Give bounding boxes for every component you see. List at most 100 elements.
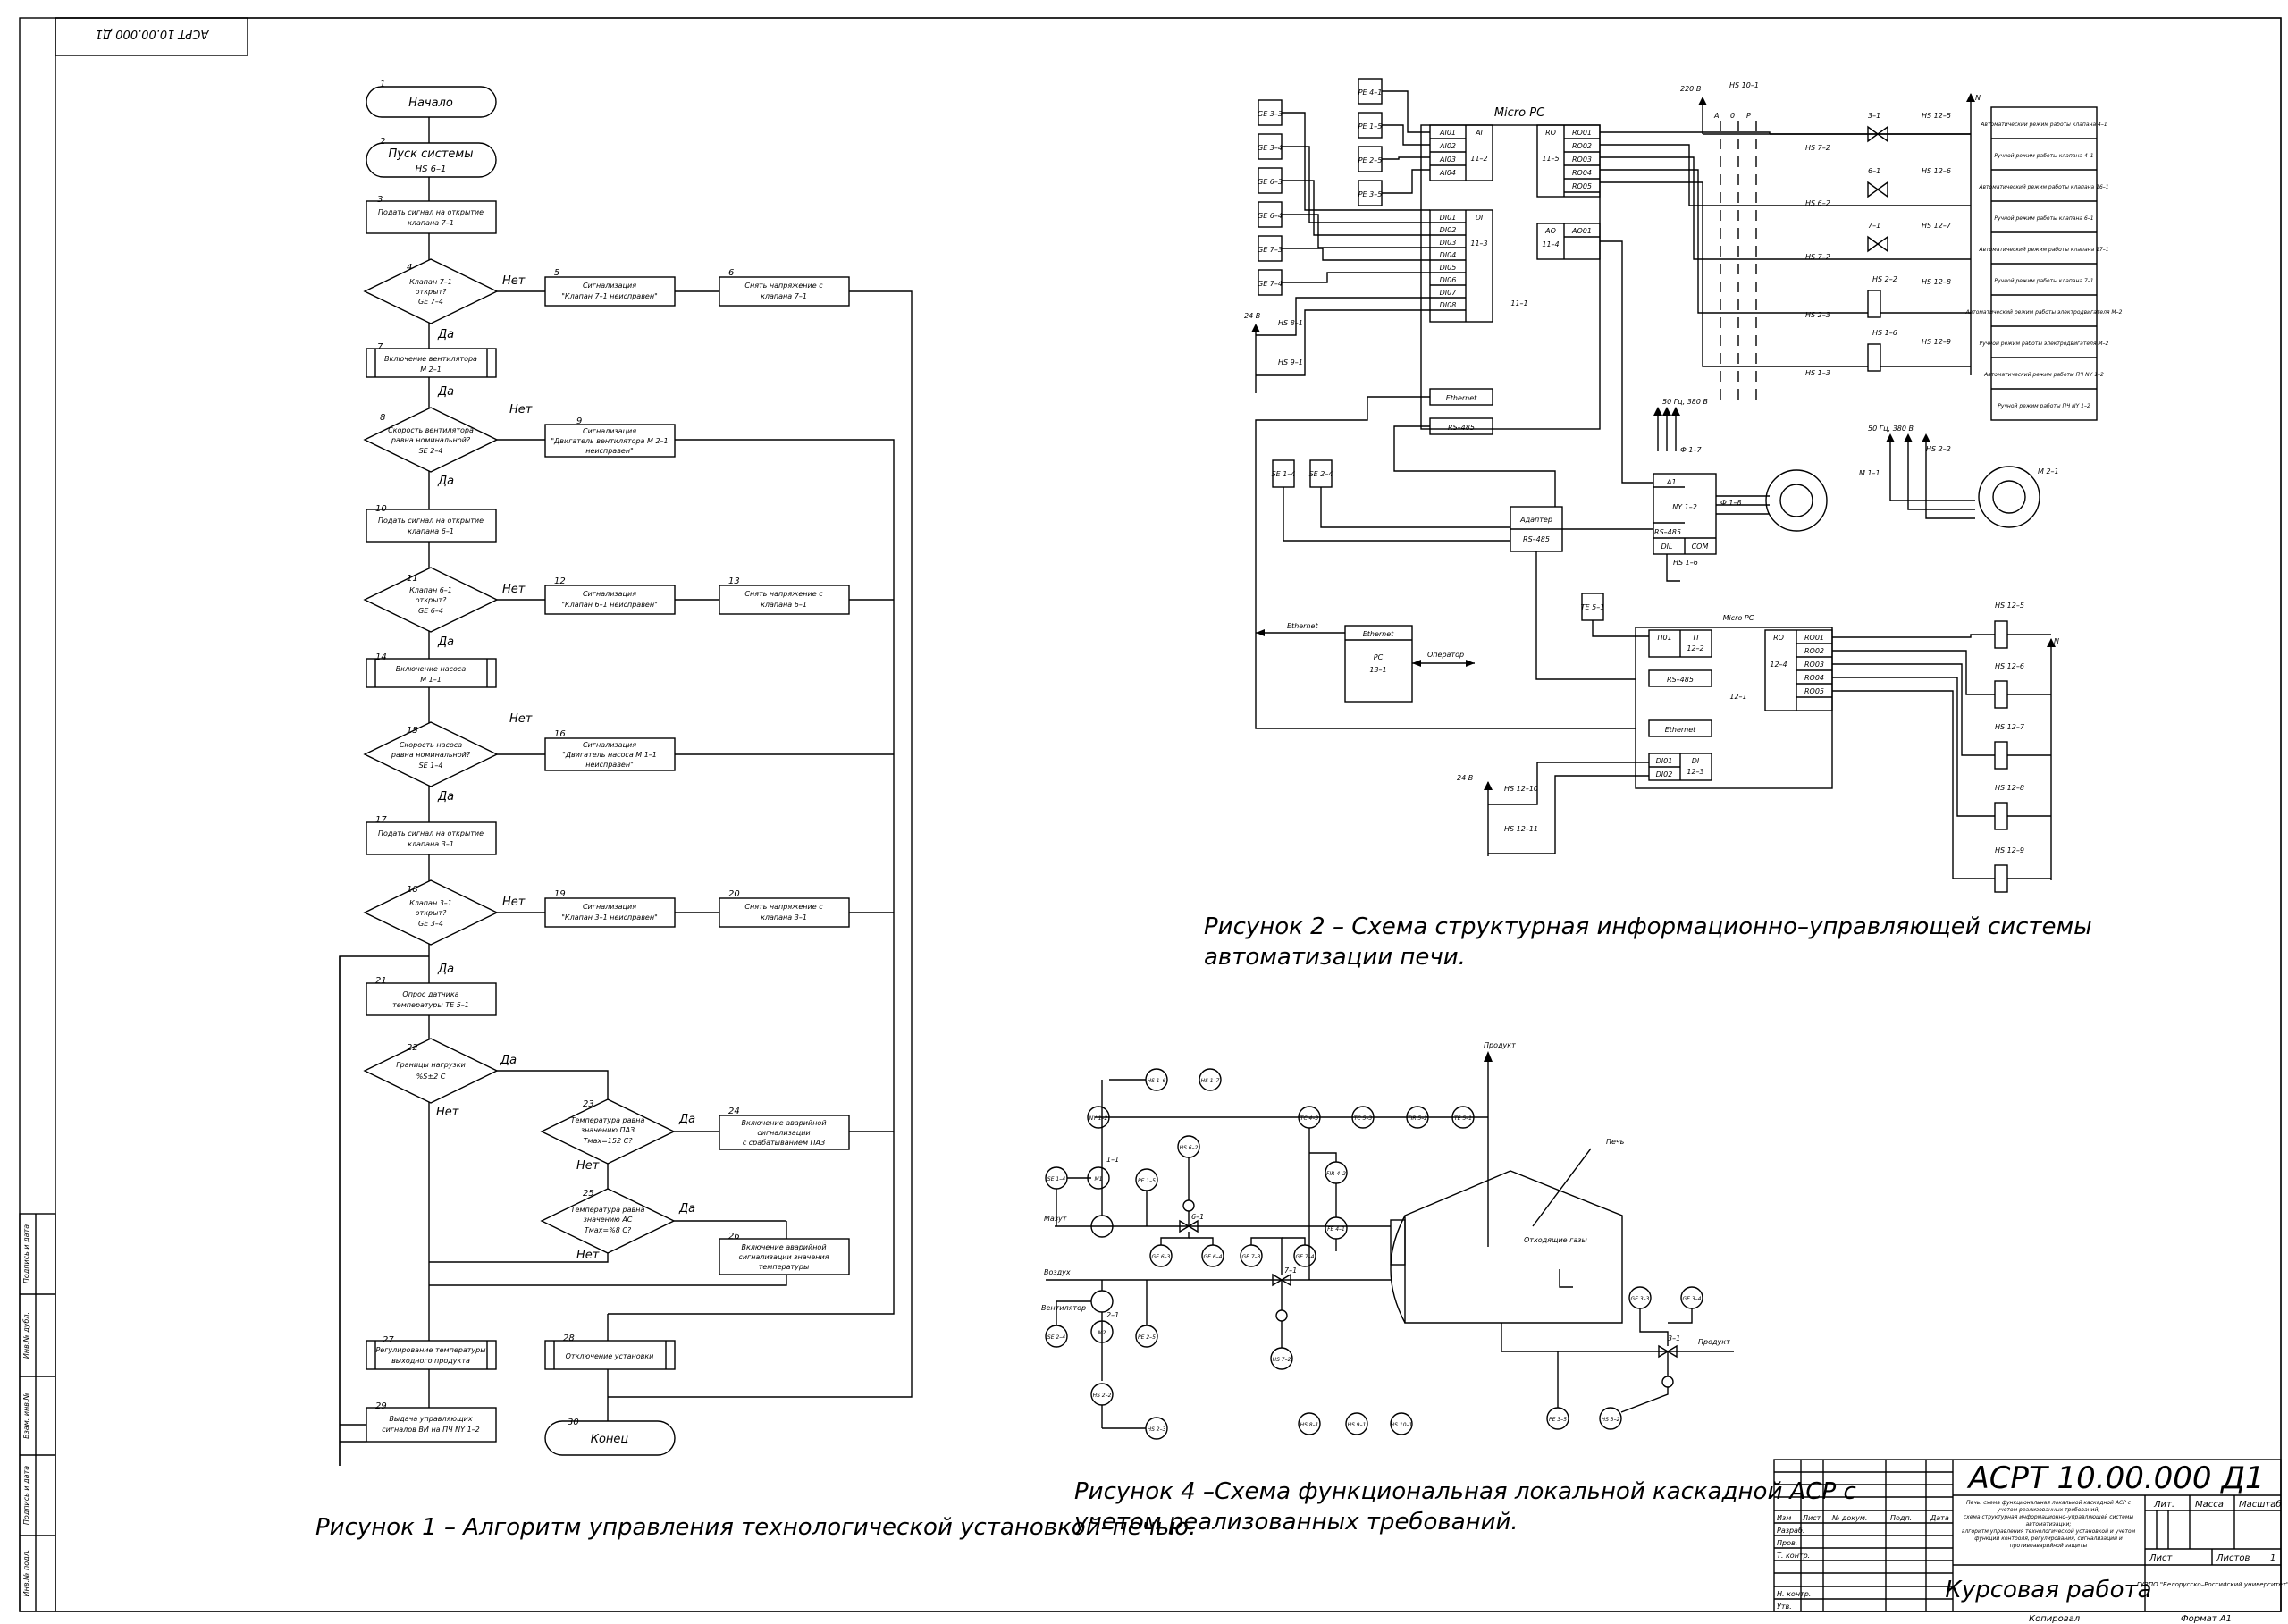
svg-text:12–4: 12–4 — [1770, 661, 1787, 669]
mode-legend: Автоматический режим работы клапана 4–1 … — [1965, 106, 2123, 421]
svg-text:HS 12–9: HS 12–9 — [1995, 846, 2024, 854]
figure2-caption-line2: автоматизации печи. — [1204, 944, 1466, 971]
svg-text:11–1: 11–1 — [1510, 299, 1527, 307]
svg-text:Включение насоса: Включение насоса — [396, 665, 467, 673]
svg-text:220 В: 220 В — [1680, 85, 1701, 93]
svg-text:GE 6–3: GE 6–3 — [1152, 1254, 1171, 1260]
block-24-alarm: Включение аварийной сигнализации с сраба… — [719, 1107, 894, 1150]
block-17-process: Подать сигнал на открытие клапана 3–1 17 — [366, 815, 497, 855]
svg-text:12–2: 12–2 — [1687, 644, 1703, 652]
svg-text:учетом реализованных требовани: учетом реализованных требований; — [1997, 1507, 2100, 1513]
svg-text:Нет: Нет — [509, 403, 533, 417]
svg-text:GE 7–3: GE 7–3 — [1258, 246, 1283, 254]
svg-text:Подать сигнал на открытие: Подать сигнал на открытие — [378, 208, 484, 216]
svg-text:Да: Да — [437, 328, 454, 341]
svg-text:"Клапан 7–1 неисправен": "Клапан 7–1 неисправен" — [561, 292, 658, 300]
svg-text:открыт?: открыт? — [416, 288, 447, 296]
svg-text:Тмах=152 С?: Тмах=152 С? — [584, 1137, 634, 1145]
svg-text:AI: AI — [1475, 129, 1483, 137]
corner-code: АСРТ 10.00.000 Д1 — [96, 27, 210, 40]
svg-text:Да: Да — [437, 635, 454, 649]
svg-text:Да: Да — [437, 963, 454, 976]
svg-text:RO02: RO02 — [1572, 142, 1592, 150]
svg-text:Да: Да — [678, 1202, 695, 1216]
block-25-decision: Температура равна значению АС Тмах=%8 С?… — [429, 1188, 787, 1263]
svg-text:Подп.: Подп. — [1890, 1514, 1912, 1522]
svg-text:открыт?: открыт? — [416, 596, 447, 604]
svg-text:"Клапан 6–1 неисправен": "Клапан 6–1 неисправен" — [561, 601, 658, 609]
svg-text:RS–485: RS–485 — [1667, 676, 1694, 684]
valve-tag-2-1: 2–1 — [1106, 1311, 1119, 1319]
adapter: Адаптер RS–485 — [1510, 506, 1653, 680]
svg-text:12: 12 — [554, 576, 566, 586]
svg-text:HS 12–6: HS 12–6 — [1922, 167, 1951, 175]
svg-text:PE 4–1: PE 4–1 — [1358, 88, 1383, 97]
svg-text:Н. контр.: Н. контр. — [1777, 1590, 1811, 1598]
svg-text:7: 7 — [377, 342, 383, 352]
svg-text:Выдача управляющих: Выдача управляющих — [389, 1415, 472, 1423]
svg-text:Ethernet: Ethernet — [1446, 394, 1477, 402]
ge-sensors: GE 3–3 GE 3–4 GE 6–3 GE 6–4 GE 7–3 GE 7–… — [1258, 99, 1430, 296]
motor-m1-1: М 1–1 — [1765, 469, 1880, 532]
svg-text:Да: Да — [500, 1054, 517, 1067]
plc1: Micro PC 11–1 AI01 AI02 AI03 AI04 AI 11–… — [1420, 106, 1601, 435]
svg-text:М 2–1: М 2–1 — [420, 366, 442, 374]
svg-text:SE 2–4: SE 2–4 — [1309, 470, 1333, 478]
svg-text:AI01: AI01 — [1439, 129, 1456, 137]
svg-text:Да: Да — [678, 1113, 695, 1126]
svg-text:HS 6–2: HS 6–2 — [1805, 199, 1830, 207]
plc2: Micro PC 12–1 TI01 TI 12–2 RO01 RO02 RO0… — [1635, 614, 1833, 789]
svg-text:RS–485: RS–485 — [1448, 424, 1475, 432]
svg-text:Листов: Листов — [2216, 1553, 2250, 1563]
furnace-label: Печь — [1606, 1138, 1625, 1146]
svg-text:HS 1–6: HS 1–6 — [1148, 1078, 1166, 1084]
svg-text:DIL: DIL — [1661, 543, 1673, 551]
svg-text:4: 4 — [407, 263, 412, 273]
pc-13-1: Ethernet PC 13–1 Ethernet Оператор — [1256, 622, 1475, 703]
svg-text:A: A — [1713, 112, 1719, 120]
svg-text:HS 12–7: HS 12–7 — [1995, 723, 2025, 731]
svg-text:HS 10–1: HS 10–1 — [1391, 1422, 1413, 1428]
svg-text:NY 1–2: NY 1–2 — [1672, 503, 1697, 511]
svg-text:DI07: DI07 — [1440, 289, 1458, 297]
side-label-4: Подпись и дата — [22, 1224, 30, 1283]
svg-text:"Клапан 3–1 неисправен": "Клапан 3–1 неисправен" — [561, 913, 658, 921]
svg-text:Нет: Нет — [436, 1106, 459, 1119]
svg-text:TE 5–1: TE 5–1 — [1581, 603, 1605, 611]
svg-text:2: 2 — [380, 137, 385, 147]
block-27-subroutine: Регулирование температуры выходного прод… — [366, 1335, 497, 1408]
block-29-process: Выдача управляющих сигналов ВИ на ПЧ NY … — [339, 956, 497, 1466]
svg-text:DI03: DI03 — [1440, 239, 1457, 247]
svg-text:M1: M1 — [1095, 1176, 1103, 1182]
svg-text:Ручной режим работы клапана 6–: Ручной режим работы клапана 6–1 — [1994, 215, 2093, 222]
svg-text:Нет: Нет — [502, 583, 526, 596]
svg-text:значению АС: значению АС — [584, 1216, 633, 1224]
svg-text:DI: DI — [1476, 214, 1484, 222]
block-20-process: Снять напряжение с клапана 3–1 20 — [719, 889, 894, 928]
svg-text:Нет: Нет — [576, 1249, 600, 1262]
svg-text:Дата: Дата — [1930, 1514, 1949, 1522]
svg-text:27: 27 — [383, 1335, 394, 1345]
svg-text:28: 28 — [563, 1334, 575, 1343]
svg-text:Micro PC: Micro PC — [1494, 106, 1545, 120]
valve-3-1: 3–1 — [1867, 112, 1888, 143]
svg-text:GE 6–3: GE 6–3 — [1258, 178, 1283, 186]
title-code: АСРТ 10.00.000 Д1 — [1966, 1460, 2264, 1496]
svg-text:значению ПАЗ: значению ПАЗ — [581, 1126, 635, 1134]
svg-text:N: N — [1975, 94, 1981, 102]
block-2-start-system: Пуск системы HS 6–1 2 — [366, 137, 497, 178]
svg-text:GE 3–3: GE 3–3 — [1258, 110, 1283, 118]
air-label: Воздух — [1044, 1268, 1071, 1276]
svg-text:11–2: 11–2 — [1470, 155, 1487, 163]
furnace: Печь Отходящие газы — [1390, 1138, 1625, 1336]
svg-text:Масса: Масса — [2195, 1500, 2224, 1510]
svg-text:№ докум.: № докум. — [1831, 1514, 1867, 1522]
block-15-decision: Скорость насоса равна номинальной? SE 1–… — [363, 712, 545, 804]
svg-text:Утв.: Утв. — [1777, 1603, 1792, 1611]
fan-label: Вентилятор — [1041, 1304, 1086, 1312]
svg-text:NY 1–2: NY 1–2 — [1089, 1115, 1108, 1122]
svg-text:Температура равна: Температура равна — [571, 1206, 645, 1214]
svg-text:1: 1 — [2270, 1553, 2275, 1563]
svg-text:Сигнализация: Сигнализация — [583, 590, 636, 598]
svg-text:Снять напряжение с: Снять напряжение с — [744, 590, 823, 598]
